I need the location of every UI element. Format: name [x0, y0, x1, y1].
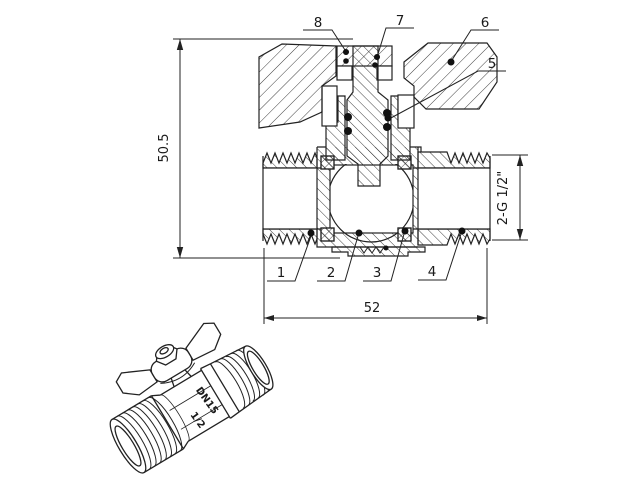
nut-step-right: [376, 65, 393, 81]
left-thread-bottom: [262, 228, 318, 246]
left-thread-top: [262, 151, 318, 169]
valve-stem: [346, 45, 389, 187]
callout-1: 1: [267, 229, 315, 282]
arrow-down-icon: [176, 247, 184, 258]
callout-label-2: 2: [327, 265, 336, 281]
arrow-up-icon: [176, 39, 184, 50]
arrow-right-icon: [477, 315, 487, 321]
dimension-overall-height: 50.5: [157, 38, 353, 259]
arrow-up-icon: [516, 155, 524, 166]
right-thread-top: [417, 151, 491, 169]
dim-height-value: 50.5: [157, 134, 172, 163]
callout-label-5: 5: [488, 56, 497, 72]
left-bore: [264, 168, 317, 229]
body-center-outline: [316, 146, 422, 248]
ball: [330, 164, 413, 243]
iso-view: DN15 1/2: [109, 322, 274, 474]
nut-step-left: [336, 65, 353, 81]
bore-lines: [262, 152, 491, 245]
iso-handle: [115, 322, 222, 396]
callout-label-6: 6: [481, 15, 490, 31]
handle-wing-left: [258, 43, 337, 129]
dimension-thread-spec: 2-G 1/2": [492, 154, 528, 241]
handle-hub-right: [397, 94, 415, 129]
iso-wing-left: [115, 369, 158, 396]
callout-6: 6: [447, 15, 499, 66]
right-thread-bottom: [417, 228, 491, 246]
callout-label-7: 7: [396, 13, 405, 29]
stem-seal-dots: [343, 49, 391, 135]
callout-8: 8: [303, 15, 349, 55]
dim-thread-value: 2-G 1/2": [496, 171, 511, 226]
callout-label-1: 1: [277, 265, 286, 281]
handle-wing-right: [403, 42, 498, 110]
callout-label-8: 8: [314, 15, 323, 31]
dim-length-value: 52: [364, 301, 381, 316]
arrow-down-icon: [516, 229, 524, 240]
section-view: [258, 42, 498, 257]
callouts: 8 7 6 5 1 2 3 4: [267, 13, 506, 282]
dimension-overall-length: 52: [263, 248, 488, 324]
arrow-left-icon: [264, 315, 274, 321]
dimensions: 50.5 52 2-G 1/2": [157, 38, 528, 324]
iso-thread-left: [109, 395, 184, 474]
callout-7: 7: [374, 13, 414, 60]
iso-marking-size: 1/2: [188, 410, 207, 431]
right-bore: [418, 168, 489, 229]
callout-label-4: 4: [428, 264, 437, 280]
callout-5: 5: [384, 56, 506, 122]
iso-thread-right: [210, 345, 274, 413]
callout-3: 3: [363, 227, 409, 282]
iso-stem-cap: [154, 344, 175, 360]
handle-hub-left: [321, 85, 338, 127]
iso-wing-right: [185, 322, 222, 362]
drain-screw-dot: [383, 245, 389, 251]
callout-2: 2: [317, 229, 363, 282]
drain-thread: [359, 246, 385, 254]
callout-label-3: 3: [373, 265, 382, 281]
callout-4: 4: [418, 227, 466, 281]
